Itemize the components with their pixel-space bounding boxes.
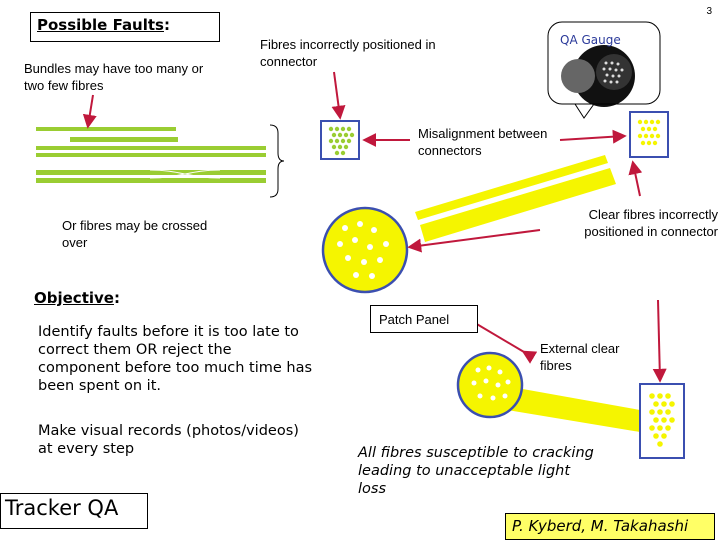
qa-gauge-label: QA Gauge: [560, 33, 621, 47]
patch-panel-fibres: [456, 351, 685, 459]
crossed-fibres-text: Or fibres may be crossed over: [62, 218, 208, 250]
qa-gauge-image: [561, 45, 635, 119]
tracker-qa-box: Tracker QA: [0, 493, 148, 529]
yellow-fibre-ribbon: [415, 155, 616, 242]
green-connector: [320, 120, 360, 160]
possible-faults-box: Possible Faults:: [30, 12, 220, 42]
misalignment-text: Misalignment between connectors: [418, 126, 548, 158]
fibres-positioned-text: Fibres incorrectly positioned in connect…: [260, 37, 436, 69]
clear-fibres-wrong-text: Clear fibres incorrectly positioned in c…: [584, 207, 718, 239]
authors-box: P. Kyberd, M. Takahashi: [505, 513, 715, 540]
red-arrows: [82, 71, 667, 383]
possible-faults-title: Possible Faults: [37, 16, 164, 34]
bundles-text: Bundles may have too many or two few fib…: [24, 61, 204, 93]
visual-records-text: Make visual records (photos/videos) at e…: [38, 423, 299, 457]
green-fibre-bundles: [36, 127, 266, 183]
fibres-susceptible-text: All fibres susceptible to cracking leadi…: [358, 445, 594, 497]
bundle-brace: [269, 124, 285, 198]
patch-panel-box: Patch Panel: [370, 305, 478, 333]
yellow-connector: [629, 111, 669, 158]
objective-title: Objective:: [34, 289, 120, 307]
objective-colon: :: [113, 289, 120, 307]
objective-text: Identify faults before it is too late to…: [38, 324, 313, 394]
external-clear-fibres-text: External clear fibres: [540, 341, 620, 373]
possible-faults-colon: :: [163, 16, 170, 34]
round-connector: [321, 206, 409, 294]
page-number: 3: [706, 6, 712, 17]
objective-title-word: Objective: [34, 289, 114, 307]
